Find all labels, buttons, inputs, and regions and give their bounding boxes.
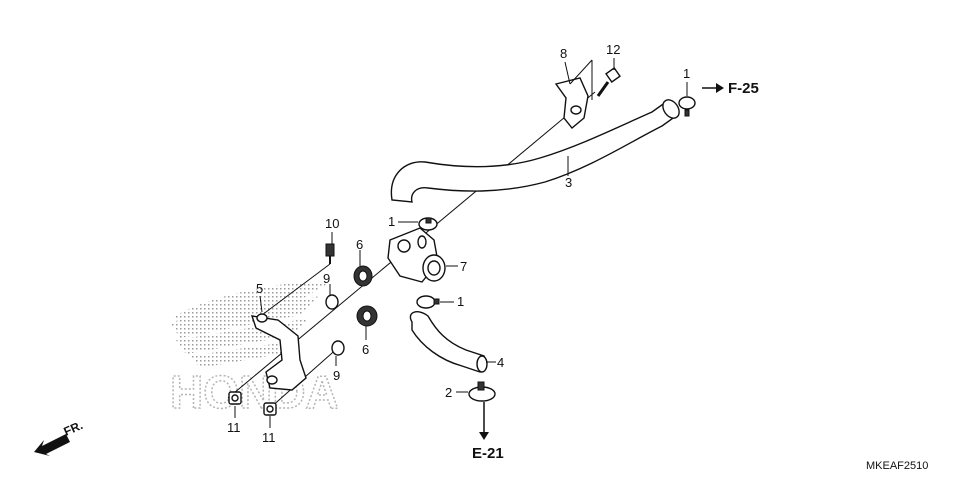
- callout-3: 3: [565, 175, 572, 190]
- front-label: FR.: [62, 418, 85, 439]
- callout-8: 8: [560, 46, 567, 61]
- sealing-washer-upper: [325, 294, 339, 310]
- hose-clamp-lower: [416, 295, 440, 309]
- mounting-bolt: [325, 243, 335, 264]
- flange-bolt: [596, 67, 621, 97]
- ref-label-e21: E-21: [472, 445, 504, 462]
- callout-1-lower: 1: [457, 294, 464, 309]
- hose-clamp-band: [468, 381, 496, 402]
- callout-6-lower: 6: [362, 342, 369, 357]
- leader-line: [259, 295, 263, 313]
- ref-label-f25: F-25: [728, 80, 759, 97]
- diagram-code: MKEAF2510: [866, 460, 928, 472]
- callout-5: 5: [256, 281, 263, 296]
- front-direction-arrow-icon: [34, 434, 70, 456]
- callout-7: 7: [460, 259, 467, 274]
- flange-nut-left: [228, 391, 242, 405]
- flange-nut-right: [263, 402, 277, 416]
- arrow-to-e21-icon: [479, 402, 489, 440]
- honda-wing-watermark: HONDA: [169, 282, 339, 419]
- water-joint-housing: [387, 227, 446, 283]
- arrow-to-f25-icon: [702, 83, 724, 93]
- hose-bracket: [554, 77, 589, 129]
- hose-clamp-middle: [418, 217, 438, 231]
- callout-9-lower: 9: [333, 368, 340, 383]
- leader-line: [569, 59, 593, 85]
- leader-line: [257, 263, 331, 319]
- hose-clamp-top: [678, 96, 696, 117]
- water-hose-lower: [409, 311, 488, 373]
- leader-line: [564, 61, 571, 85]
- oil-seal-lower: [356, 305, 378, 327]
- honda-watermark-text: HONDA: [170, 366, 339, 418]
- sealing-washer-lower: [331, 340, 345, 356]
- callout-1-top: 1: [683, 66, 690, 81]
- callout-4: 4: [497, 355, 504, 370]
- mounting-bracket: [250, 313, 307, 391]
- callout-12: 12: [606, 42, 620, 57]
- callout-6-upper: 6: [356, 237, 363, 252]
- callout-11-right: 11: [262, 430, 276, 445]
- callout-1-middle: 1: [388, 214, 395, 229]
- water-hose-upper: [390, 99, 680, 203]
- callout-10: 10: [325, 216, 339, 231]
- callout-2: 2: [445, 385, 452, 400]
- oil-seal-upper: [353, 265, 373, 287]
- callout-9-upper: 9: [323, 271, 330, 286]
- callout-11-left: 11: [227, 420, 241, 435]
